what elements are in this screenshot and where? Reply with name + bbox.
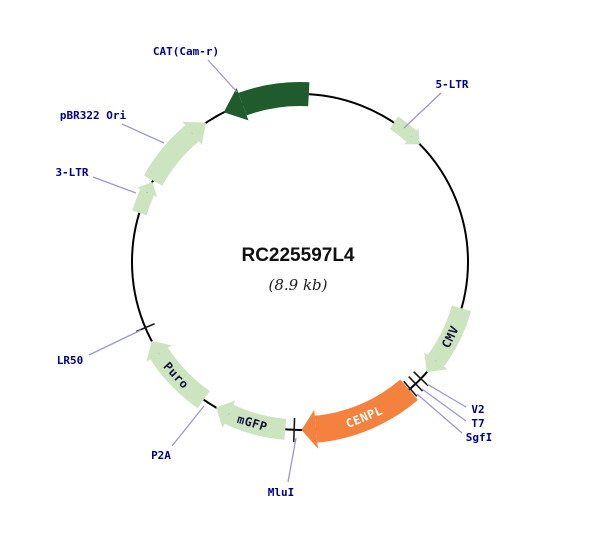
leader-line-cat: [207, 59, 238, 93]
feature-label-mlui: MluI: [268, 486, 295, 499]
feature-arc-cmv: [427, 305, 472, 367]
leader-line-pbr322-ori: [121, 123, 165, 144]
feature-arc-puro: [150, 347, 210, 409]
feature-arc-pbr322-ori: [143, 125, 199, 186]
feature-arrowhead-mgfp: [216, 400, 236, 428]
feature-arc-5-ltr: [389, 116, 417, 142]
feature-arrowhead-pbr322-ori: [182, 121, 207, 145]
site-tick-mlui: [292, 417, 296, 442]
plasmid-name: RC225597L4: [241, 245, 354, 266]
feature-arc-cat: [238, 82, 310, 116]
feature-label-p2a: P2A: [151, 449, 171, 462]
site-tick-v2: [413, 371, 429, 387]
site-tick-t7: [408, 376, 424, 392]
leader-line-p2a: [171, 405, 205, 447]
leader-line-mlui: [287, 437, 297, 483]
leader-line-sgfi: [416, 393, 463, 434]
leader-line-3-ltr: [92, 176, 137, 194]
feature-arc-cenpl: [314, 379, 418, 443]
feature-label-lr50: LR50: [57, 354, 84, 367]
feature-label-t7: T7: [471, 417, 484, 430]
leader-line-5-ltr: [403, 92, 442, 129]
leader-line-lr50: [88, 329, 142, 356]
feature-arrowhead-cat: [223, 87, 249, 121]
feature-label-pbr322-ori: pBR322 Ori: [60, 109, 127, 122]
leader-line-v2: [426, 383, 467, 408]
feature-arrowhead-cmv: [424, 352, 448, 373]
feature-label-cat: CAT(Cam-r): [153, 45, 219, 58]
feature-arrowhead-puro: [146, 340, 172, 362]
feature-label-5-ltr: 5-LTR: [435, 78, 468, 91]
leader-line-t7: [421, 388, 467, 422]
feature-label-3-ltr: 3-LTR: [55, 166, 88, 179]
feature-arrowhead-cenpl: [301, 409, 318, 449]
site-tick-sgfi: [403, 380, 418, 397]
feature-label-sgfi: SgfI: [466, 431, 493, 444]
feature-label-v2: V2: [471, 403, 484, 416]
plasmid-size: (8.9 kb): [268, 276, 327, 294]
feature-arc-mgfp: [224, 404, 287, 440]
feature-arc-3-ltr: [132, 189, 154, 216]
feature-arrowhead-3-ltr: [137, 181, 157, 197]
feature-arrowhead-5-ltr: [404, 128, 420, 145]
